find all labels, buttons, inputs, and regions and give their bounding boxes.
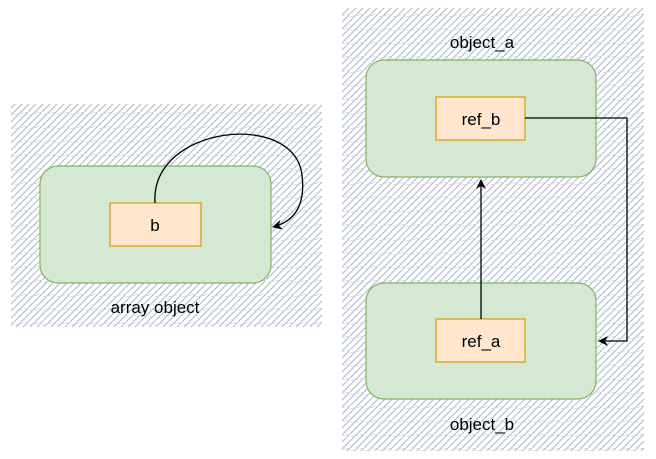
ref-box-ref-b[interactable] <box>435 96 526 141</box>
ref-box-b[interactable] <box>109 202 202 247</box>
ref-box-b-label: b <box>150 216 159 235</box>
object-a-label: object_a <box>450 33 515 52</box>
self-reference-arrow <box>154 133 304 230</box>
object-b-label: object_b <box>450 415 514 434</box>
array-object-group: b array object <box>11 104 322 327</box>
ref-box-ref-a-label: ref_a <box>462 332 501 351</box>
ref-b-to-object-b-arrow <box>525 117 628 346</box>
ref-box-ref-a[interactable] <box>435 318 526 363</box>
ref-box-ref-b-label: ref_b <box>462 110 501 129</box>
objects-group: object_a ref_b ref_a object_b <box>342 8 644 451</box>
array-object-label: array object <box>111 298 200 317</box>
